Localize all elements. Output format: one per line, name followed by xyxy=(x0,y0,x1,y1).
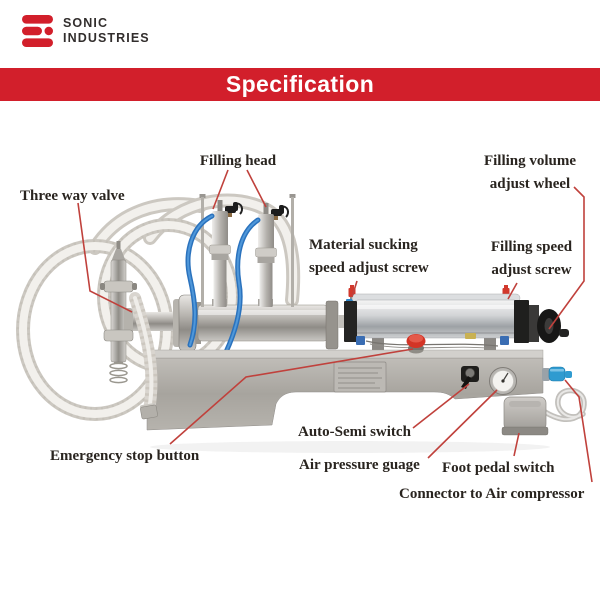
callout-air-pressure-gauge xyxy=(427,389,498,459)
callout-auto-semi-switch xyxy=(412,383,470,429)
air-pressure-gauge xyxy=(489,367,517,395)
machine-diagram: Filling head Three way valve Filling vol… xyxy=(0,101,600,600)
brand-name-line1: SONIC xyxy=(63,16,109,30)
callout-filling-head-right xyxy=(246,169,267,208)
label-foot-pedal-switch: Foot pedal switch xyxy=(442,460,555,476)
callout-air-connector xyxy=(564,379,593,483)
callout-emergency-stop xyxy=(169,348,414,445)
label-material-sucking-speed-adjust-screw: Material sucking speed adjust screw xyxy=(309,237,429,276)
filling-heads xyxy=(209,200,290,307)
callout-filling-speed-screw xyxy=(507,282,518,300)
callout-material-sucking-screw xyxy=(351,280,358,298)
callout-foot-pedal xyxy=(513,432,520,457)
filling-head-left xyxy=(209,200,244,307)
label-filling-speed-adjust-screw: Filling speed adjust screw xyxy=(490,239,573,278)
label-air-pressure-guage: Air pressure guage xyxy=(299,457,420,473)
brand-name: SONIC INDUSTRIES xyxy=(63,16,150,46)
material-tubes xyxy=(185,213,261,355)
label-connector-to-air-compressor: Connector to Air compressor xyxy=(399,486,585,502)
machine-base xyxy=(146,349,544,431)
callout-lines xyxy=(77,169,593,483)
banner-title: Specification xyxy=(225,71,375,97)
callout-volume-wheel xyxy=(548,186,585,330)
auto-semi-switch xyxy=(461,366,479,389)
filling-head-right xyxy=(255,203,290,307)
label-emergency-stop-button: Emergency stop button xyxy=(50,448,200,464)
machine-illustration xyxy=(16,169,593,483)
section-banner: Specification xyxy=(0,68,600,101)
label-filling-volume-adjust-wheel: Filling volume adjust wheel xyxy=(483,153,577,192)
callout-three-way-valve xyxy=(77,202,133,313)
callout-filling-head-left xyxy=(212,169,229,210)
header: SONIC INDUSTRIES xyxy=(0,0,600,68)
sonic-s-logo-icon xyxy=(22,15,53,47)
label-auto-semi-switch: Auto-Semi switch xyxy=(298,424,411,440)
label-filling-head: Filling head xyxy=(199,153,277,169)
emergency-stop-button xyxy=(406,334,426,354)
filling-volume-adjust-wheel xyxy=(537,309,569,343)
guide-rods xyxy=(199,194,296,307)
machine-shadow xyxy=(150,441,550,453)
air-compressor-connector xyxy=(542,366,572,382)
label-three-way-valve: Three way valve xyxy=(20,188,125,204)
pneumatic-cylinder xyxy=(344,285,569,352)
brand-name-line2: INDUSTRIES xyxy=(63,31,150,45)
name-plate xyxy=(333,361,387,393)
brand-logo: SONIC INDUSTRIES xyxy=(22,14,150,48)
foot-pedal-switch xyxy=(501,387,587,436)
hose-end-piece xyxy=(129,292,158,420)
